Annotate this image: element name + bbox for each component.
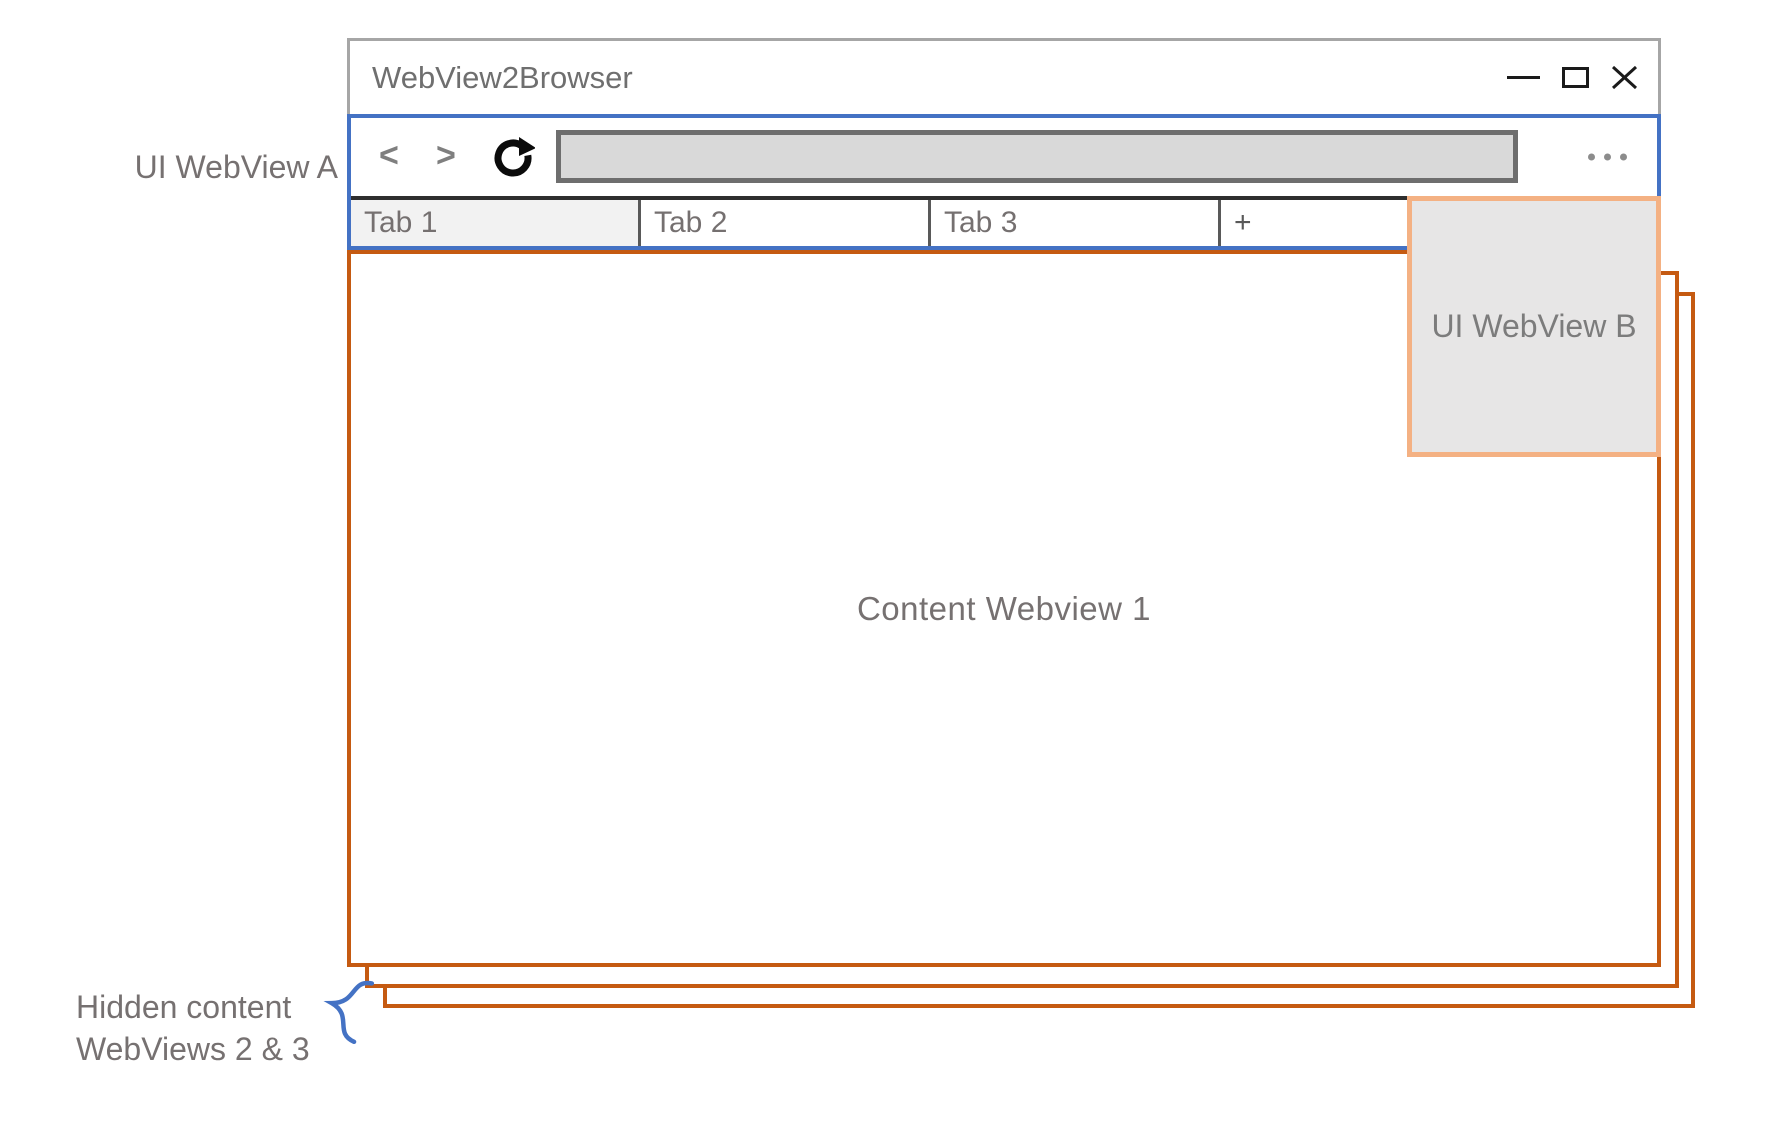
nav-bar: < >	[351, 118, 1657, 196]
window-controls	[1507, 65, 1638, 90]
ui-webview-a-annotation: UI WebView A	[134, 149, 338, 185]
tab-3-label: Tab 3	[944, 206, 1018, 239]
reload-icon[interactable]	[491, 135, 535, 179]
tab-1-label: Tab 1	[364, 206, 438, 239]
ui-webview-b-overlay: UI WebView B	[1407, 196, 1661, 457]
tab-1[interactable]: Tab 1	[351, 200, 641, 246]
nav-tab-separator	[351, 196, 1657, 200]
back-button[interactable]: <	[379, 136, 399, 175]
new-tab-button[interactable]: +	[1221, 200, 1657, 246]
content-webview-label: Content Webview 1	[856, 589, 1152, 627]
maximize-icon[interactable]	[1562, 67, 1589, 88]
ui-webview-b-label: UI WebView B	[1431, 308, 1637, 344]
hidden-webviews-annotation-line1: Hidden content	[76, 989, 292, 1025]
address-bar-input[interactable]	[556, 130, 1518, 183]
hidden-webviews-annotation: Hidden content WebViews 2 & 3	[76, 986, 310, 1070]
tab-3[interactable]: Tab 3	[931, 200, 1221, 246]
hidden-webviews-annotation-line2: WebViews 2 & 3	[76, 1031, 310, 1067]
more-menu-ellipsis-icon[interactable]	[1588, 153, 1627, 161]
minimize-icon[interactable]	[1507, 76, 1540, 79]
window-title: WebView2Browser	[372, 59, 633, 95]
titlebar: WebView2Browser	[347, 38, 1661, 114]
curly-brace-icon	[323, 980, 375, 1045]
forward-button[interactable]: >	[436, 136, 456, 175]
tab-2[interactable]: Tab 2	[641, 200, 931, 246]
close-icon[interactable]	[1611, 65, 1638, 90]
new-tab-label: +	[1234, 206, 1252, 239]
tab-2-label: Tab 2	[654, 206, 728, 239]
